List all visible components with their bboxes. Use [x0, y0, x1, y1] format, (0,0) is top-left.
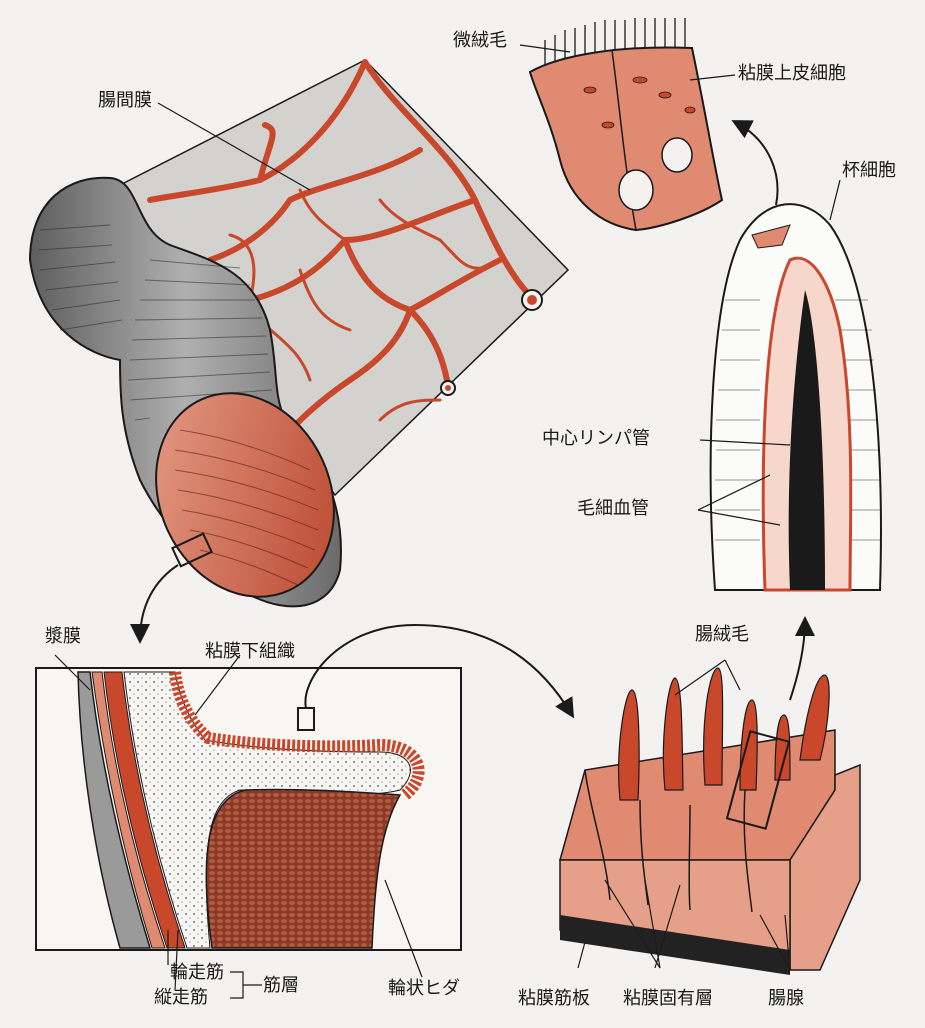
label-central-lymph: 中心リンパ管 [542, 428, 650, 449]
microvilli-brush [544, 18, 686, 70]
label-muscularis-mucosae: 粘膜筋板 [518, 988, 590, 1009]
mesentery-sheet [118, 59, 570, 497]
villus-detail [709, 203, 882, 592]
label-lamina-propria: 粘膜固有層 [623, 988, 713, 1009]
label-intestinal-gland: 腸腺 [768, 988, 804, 1009]
label-mesentery: 腸間膜 [98, 90, 152, 111]
label-capillary: 毛細血管 [577, 498, 649, 519]
nucleus-left [618, 169, 654, 211]
villi-block [559, 667, 861, 975]
intestine-tube [28, 176, 342, 608]
label-epithelial-cell: 粘膜上皮細胞 [738, 63, 846, 84]
villi [618, 667, 830, 801]
cross-section-panel [35, 667, 462, 951]
label-muscle-layer: 筋層 [263, 975, 299, 996]
label-villi: 腸絨毛 [695, 624, 749, 645]
label-microvilli: 微絨毛 [453, 30, 507, 51]
label-circular-muscle: 輪走筋 [170, 962, 224, 983]
zoom-box-villi [725, 730, 791, 830]
connector-arrows [130, 120, 815, 719]
label-longitudinal-muscle: 縦走筋 [154, 987, 208, 1008]
label-serosa: 漿膜 [45, 626, 81, 647]
mesentery-vessels [147, 59, 535, 443]
label-circular-folds: 輪状ヒダ [388, 978, 460, 999]
epithelial-cell-detail [528, 18, 724, 232]
zoom-box-tube [171, 532, 213, 568]
leader-lines [54, 44, 841, 999]
lymph-vessel [788, 290, 825, 590]
label-goblet-cell: 杯細胞 [842, 160, 896, 181]
nucleus-right [661, 137, 693, 173]
label-submucosa: 粘膜下組織 [205, 641, 295, 662]
